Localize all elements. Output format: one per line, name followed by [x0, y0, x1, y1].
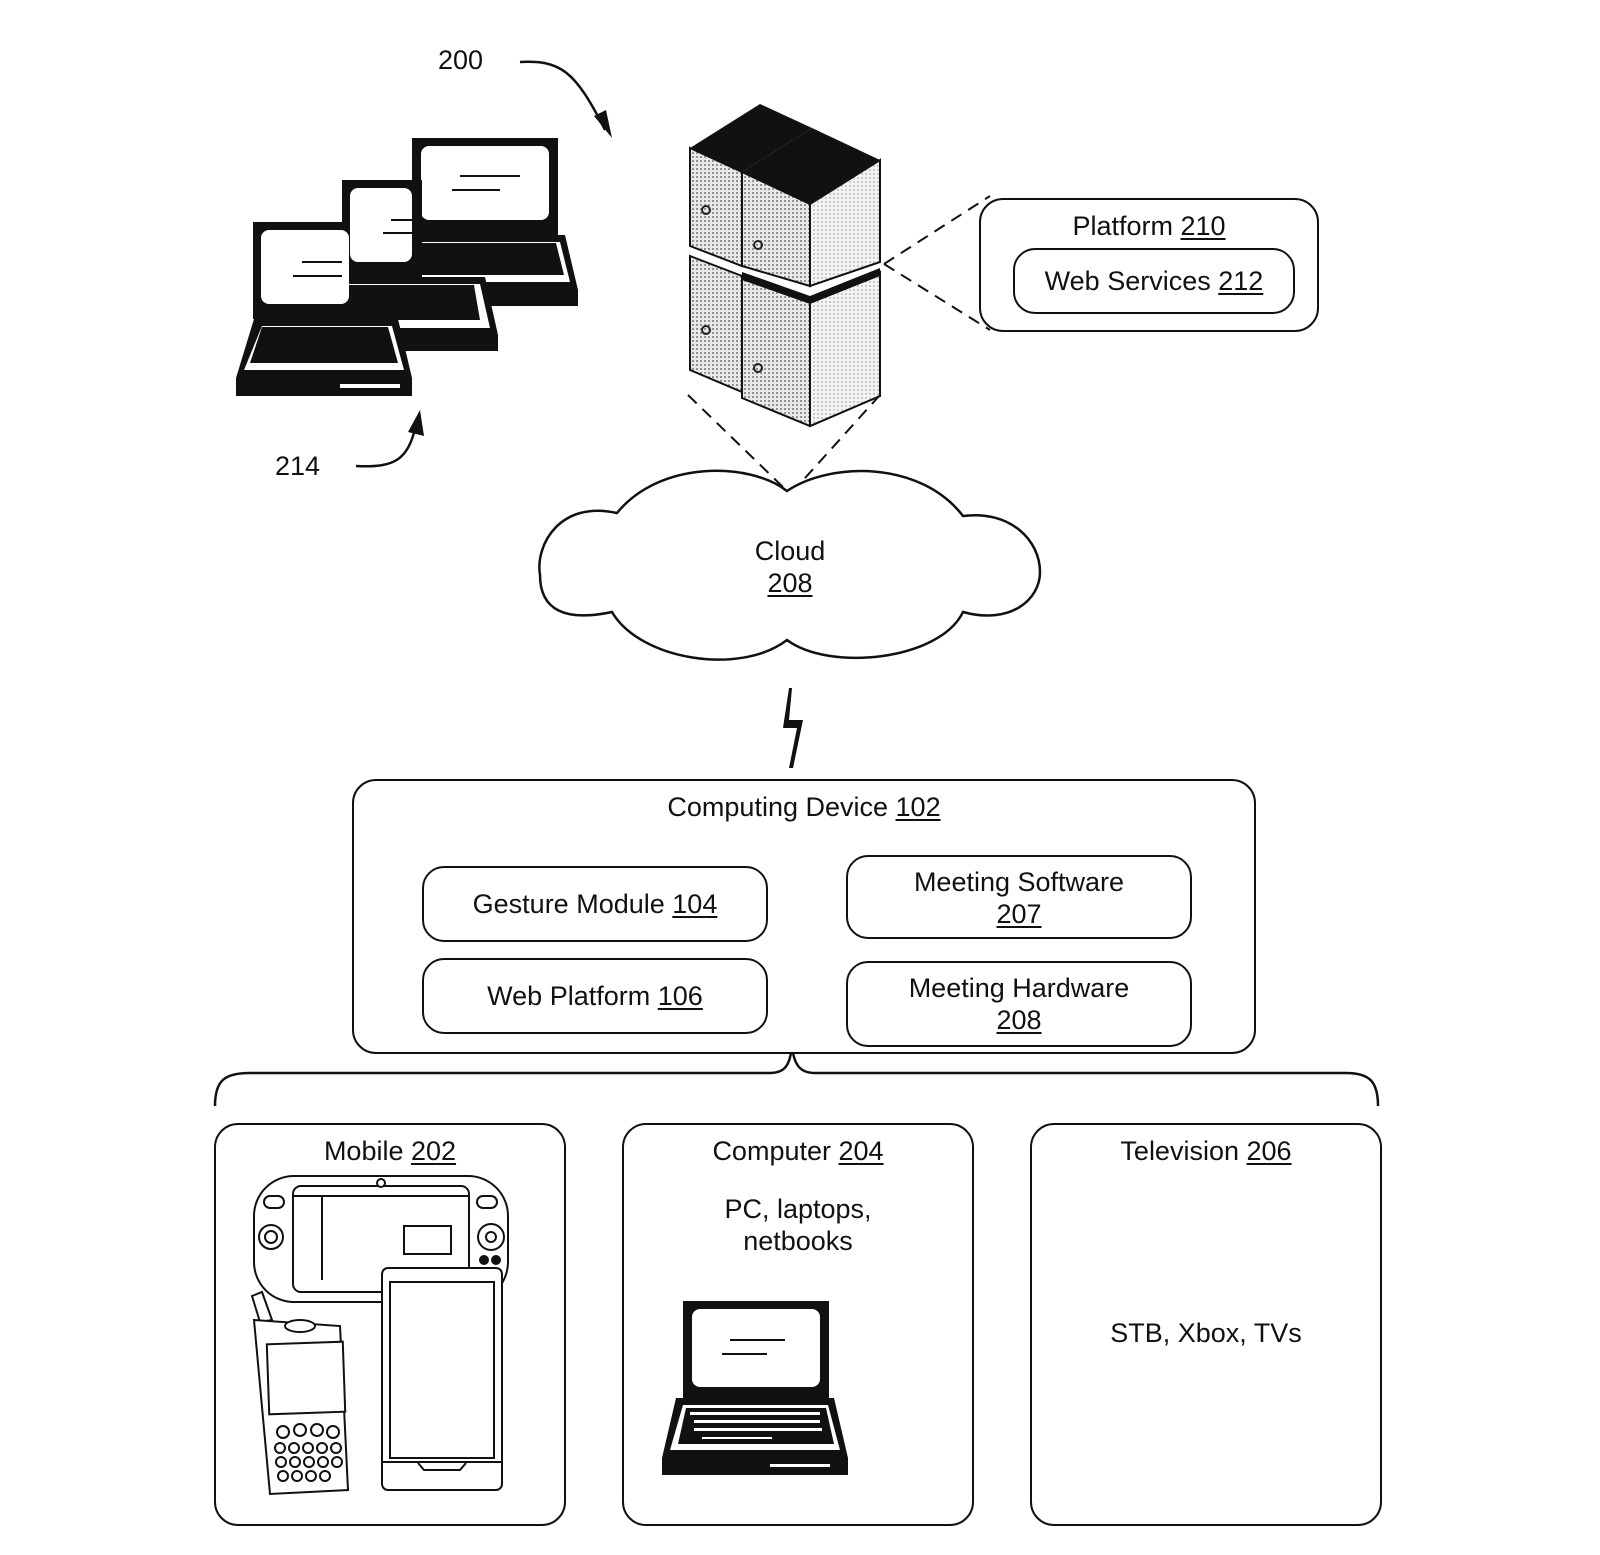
mobile-ref: 202 [411, 1136, 457, 1166]
web-platform-label-text: Web Platform [487, 981, 651, 1011]
computer-ref: 204 [838, 1136, 884, 1166]
computer-description-line2: netbooks [743, 1226, 853, 1256]
computing-device-ref: 102 [895, 792, 941, 822]
web-platform-label: Web Platform 106 [424, 980, 766, 1012]
ref-214-arrow [355, 410, 424, 468]
cloud-ref: 208 [767, 568, 813, 598]
cloud-label: Cloud 208 [730, 535, 850, 599]
mobile-label: Mobile 202 [216, 1135, 564, 1167]
wireless-link-icon [783, 688, 803, 768]
platform-callout-lines [883, 195, 991, 331]
web-services-label-text: Web Services [1044, 266, 1211, 296]
web-platform-box[interactable]: Web Platform 106 [422, 958, 768, 1034]
computing-device-label-text: Computing Device [667, 792, 889, 822]
television-description: STB, Xbox, TVs [1110, 1318, 1302, 1348]
television-label-text: Television [1120, 1136, 1239, 1166]
platform-ref: 210 [1180, 211, 1226, 241]
figure-ref-200: 200 [438, 45, 484, 75]
platform-label-text: Platform [1072, 211, 1173, 241]
web-services-ref: 212 [1218, 266, 1264, 296]
mobile-label-text: Mobile [323, 1136, 404, 1166]
computer-description: PC, laptops, netbooks [624, 1193, 972, 1257]
computer-box[interactable]: Computer 204 PC, laptops, netbooks [622, 1123, 974, 1526]
computer-description-line1: PC, laptops, [724, 1194, 872, 1224]
computer-label-text: Computer [712, 1136, 831, 1166]
web-services-box[interactable]: Web Services 212 [1013, 248, 1295, 314]
device-group-brace [213, 1045, 1380, 1107]
television-box[interactable]: Television 206 STB, Xbox, TVs [1030, 1123, 1382, 1526]
computer-label: Computer 204 [624, 1135, 972, 1167]
web-services-label: Web Services 212 [1015, 265, 1293, 297]
mobile-devices-icon [250, 1175, 509, 1496]
server-rack-icon [689, 104, 881, 428]
television-ref: 206 [1246, 1136, 1292, 1166]
laptop-icon [662, 1301, 848, 1475]
slate-device-icon [381, 1267, 503, 1491]
television-label: Television 206 [1032, 1135, 1380, 1167]
gesture-module-ref: 104 [672, 889, 718, 919]
meeting-hardware-ref: 208 [996, 1005, 1042, 1035]
gesture-module-box[interactable]: Gesture Module 104 [422, 866, 768, 942]
meeting-hardware-label: Meeting Hardware 208 [848, 972, 1190, 1036]
cloud-connection-lines [687, 394, 881, 489]
ref-200-arrow [519, 60, 612, 138]
meeting-hardware-label-text: Meeting Hardware [908, 973, 1130, 1003]
smartphone-icon [250, 1290, 350, 1496]
meeting-software-ref: 207 [996, 899, 1042, 929]
gesture-module-label: Gesture Module 104 [424, 888, 766, 920]
cloud-shape [538, 469, 1042, 661]
meeting-software-box[interactable]: Meeting Software 207 [846, 855, 1192, 939]
laptop-icon [236, 222, 412, 396]
laptops-cluster-icon [236, 138, 578, 396]
meeting-software-label: Meeting Software 207 [848, 866, 1190, 930]
meeting-hardware-box[interactable]: Meeting Hardware 208 [846, 961, 1192, 1047]
figure-ref-214: 214 [275, 451, 321, 481]
computing-device-label: Computing Device 102 [354, 791, 1254, 823]
cloud-label-text: Cloud [754, 536, 826, 566]
mobile-box[interactable]: Mobile 202 [214, 1123, 566, 1526]
meeting-software-label-text: Meeting Software [913, 867, 1125, 897]
web-platform-ref: 106 [657, 981, 703, 1011]
platform-box[interactable]: Platform 210 Web Services 212 [979, 198, 1319, 332]
gesture-module-label-text: Gesture Module [472, 889, 665, 919]
platform-label: Platform 210 [981, 210, 1317, 242]
computing-device-box[interactable]: Computing Device 102 Gesture Module 104 … [352, 779, 1256, 1054]
